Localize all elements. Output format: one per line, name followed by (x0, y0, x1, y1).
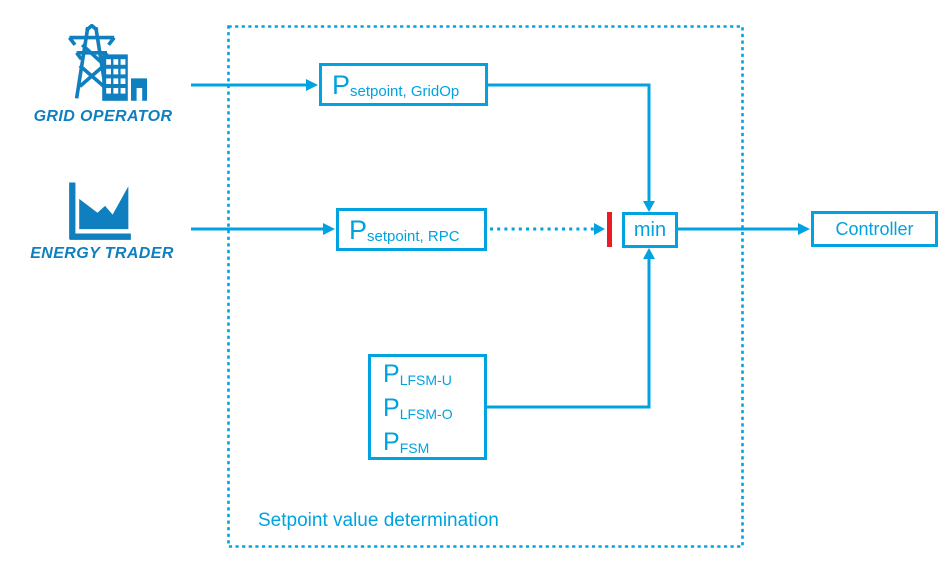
min-operator-label: min (633, 218, 667, 241)
min-operator-box: min (622, 212, 678, 248)
lfsm-o-symbol: P (383, 394, 400, 422)
arrowhead-rpc-dotted (594, 223, 605, 235)
fsm-symbol: P (383, 428, 400, 456)
energy-trader-label: ENERGY TRADER (30, 245, 174, 262)
controller-label: Controller (835, 218, 914, 239)
trading-chart-icon (69, 182, 131, 240)
lfsm-u-subscript: LFSM-U (399, 372, 452, 388)
lfsm-o-subscript: LFSM-O (399, 406, 453, 422)
connector-gridop-to-min (487, 83, 651, 202)
lfsm-u-symbol: P (383, 360, 400, 388)
arrowhead-gridop-to-box (306, 79, 318, 91)
arrowhead-gridop-to-min (643, 201, 655, 212)
fsm-subscript: FSM (399, 440, 430, 456)
region-caption: Setpoint value determination (258, 510, 499, 531)
connector-lfsm-to-min (487, 258, 651, 409)
grid-operator-label: GRID OPERATOR (33, 108, 173, 125)
setpoint-gridop-subscript: setpoint, GridOp (350, 83, 460, 100)
signal-blocked-bar (607, 212, 612, 247)
setpoint-rpc-subscript: setpoint, RPC (367, 228, 460, 245)
arrowhead-trader-to-box (323, 223, 335, 235)
setpoint-rpc-symbol: P (349, 215, 368, 245)
controller-box: Controller (811, 211, 938, 247)
arrowhead-min-to-controller (798, 223, 810, 235)
power-grid-icon (67, 24, 147, 101)
setpoint-gridop-symbol: P (332, 70, 351, 100)
setpoint-region-border (227, 25, 744, 548)
arrowhead-lfsm-to-min (643, 248, 655, 259)
